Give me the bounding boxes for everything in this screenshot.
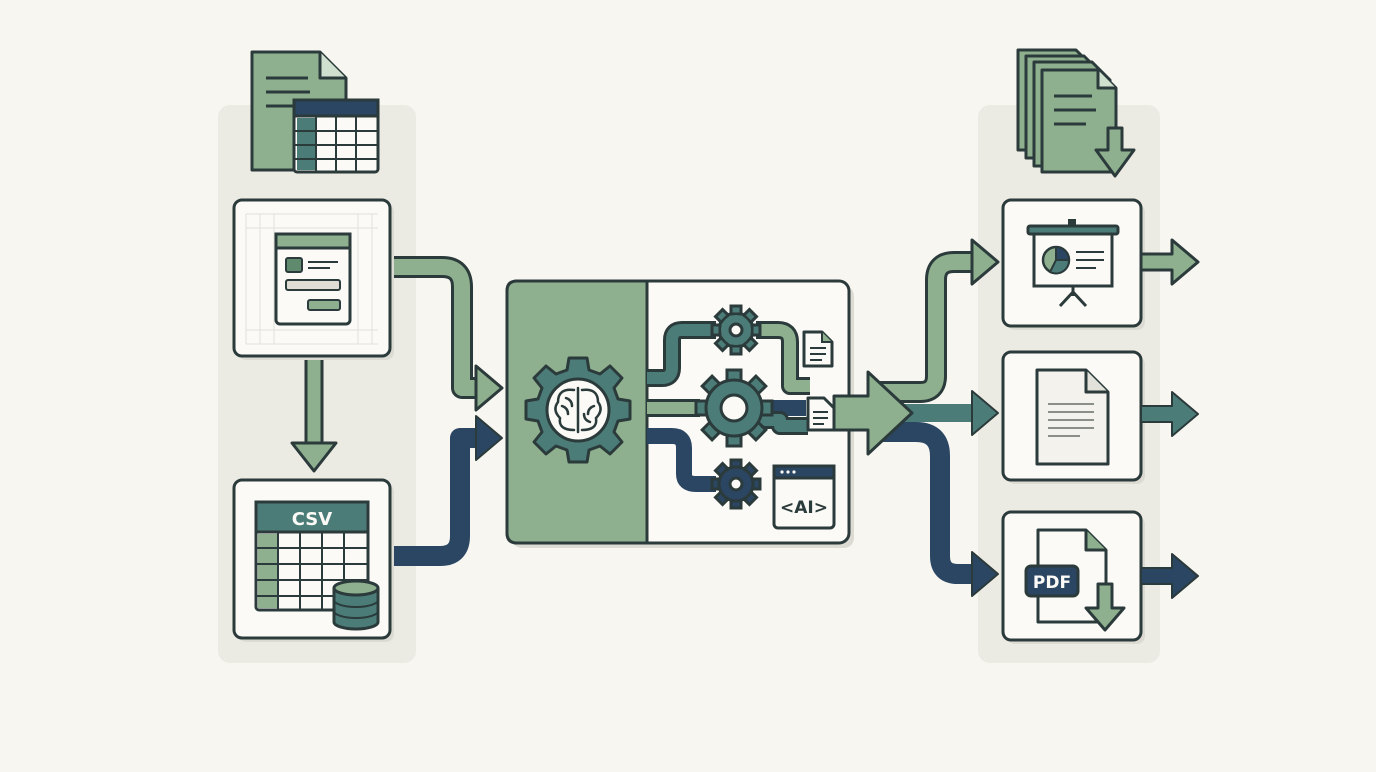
brain-gear-icon — [524, 356, 632, 464]
gear-icon — [710, 458, 762, 510]
form-to-engine-arrow — [392, 256, 504, 412]
document-stack-download-icon — [1016, 48, 1136, 178]
text-document-icon — [1035, 368, 1110, 466]
document-icon — [806, 396, 836, 432]
web-form-icon — [274, 232, 352, 326]
document-card — [1001, 350, 1145, 484]
document-exit-arrow — [1140, 391, 1199, 437]
pdf-label: PDF — [1033, 573, 1071, 593]
documents-spreadsheet-icon — [250, 50, 380, 174]
gear-icon — [710, 304, 762, 356]
database-icon — [332, 579, 380, 631]
csv-to-engine-arrow — [392, 415, 503, 566]
ai-label: <AI> — [780, 498, 828, 518]
presentation-card — [1001, 198, 1145, 330]
processing-engine-card: <AI> — [505, 279, 854, 548]
document-icon — [802, 330, 834, 368]
pdf-exit-arrow — [1140, 553, 1199, 599]
csv-database-icon: CSV — [254, 500, 380, 631]
engine-to-document-arrow — [900, 390, 999, 436]
presentation-icon — [1026, 219, 1120, 308]
csv-card: CSV — [232, 478, 394, 642]
presentation-exit-arrow — [1139, 238, 1200, 286]
engine-output-arrow — [832, 370, 914, 456]
ai-code-window-icon: <AI> — [772, 464, 836, 530]
csv-label: CSV — [292, 509, 333, 530]
pdf-download-icon: PDF — [1024, 528, 1126, 632]
engine-to-pdf-arrow — [880, 422, 999, 597]
pdf-card: PDF — [1001, 510, 1145, 644]
gear-icon — [694, 368, 774, 448]
engine-to-presentation-arrow — [880, 238, 1000, 403]
web-form-card — [232, 198, 394, 360]
